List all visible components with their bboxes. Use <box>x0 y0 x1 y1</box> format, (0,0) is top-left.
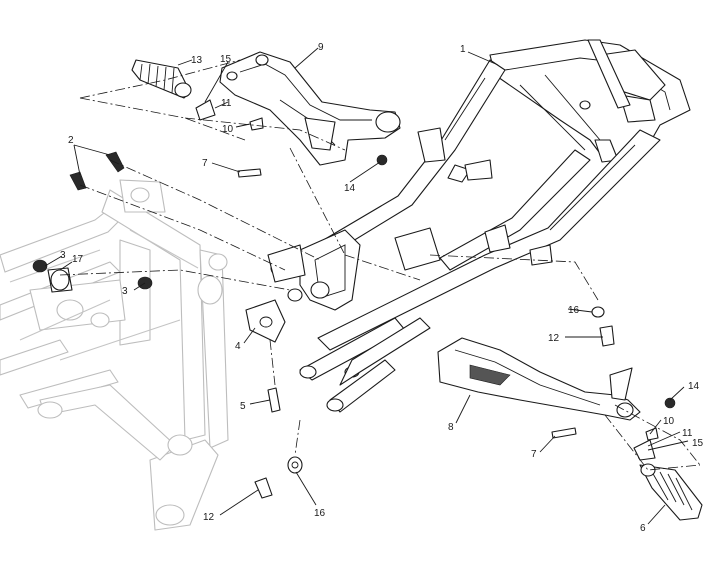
bolt-7-upper <box>237 168 262 178</box>
assembly-lines <box>59 59 701 471</box>
footpeg-lower <box>639 463 703 521</box>
spring-upper <box>195 99 216 121</box>
callout-labels: 1 2 3 3 4 5 6 7 7 8 9 10 10 11 11 12 12 … <box>60 42 704 534</box>
callout-3b: 3 <box>122 286 128 297</box>
main-frame-ghost <box>0 179 229 531</box>
callout-8: 8 <box>448 422 454 433</box>
pin-lower <box>645 427 659 441</box>
bolts-2 <box>69 151 125 191</box>
leader-lines <box>44 47 689 525</box>
callout-11a: 11 <box>221 98 232 109</box>
footpeg-bracket-lower <box>437 337 641 421</box>
callout-15b: 15 <box>692 438 704 449</box>
bolt-7-lower <box>551 427 577 439</box>
callout-12b: 12 <box>548 333 560 344</box>
callout-17: 17 <box>72 254 84 265</box>
clamp-bracket-4 <box>245 299 286 343</box>
callout-4: 4 <box>235 341 241 352</box>
callout-14a: 14 <box>344 183 356 194</box>
footpeg-upper <box>131 59 192 99</box>
callout-13: 13 <box>191 55 203 66</box>
callout-15a: 15 <box>220 54 232 65</box>
callout-16b: 16 <box>314 508 326 519</box>
callout-3a: 3 <box>60 250 66 261</box>
callout-7a: 7 <box>202 158 208 169</box>
callout-16a: 16 <box>568 305 580 316</box>
callout-1: 1 <box>460 44 466 55</box>
washer-16-right <box>591 306 605 318</box>
callout-10a: 10 <box>222 124 234 135</box>
rear-subframe <box>267 39 691 413</box>
bolt-5 <box>267 387 281 413</box>
callout-9: 9 <box>318 42 324 53</box>
footpeg-bracket-upper <box>219 51 401 166</box>
bolt-12-right <box>599 325 615 347</box>
nut-14-lower <box>664 397 676 409</box>
callout-11b: 11 <box>682 428 693 439</box>
spring-lower <box>633 439 656 461</box>
bolt-12-lower <box>254 477 273 499</box>
callout-5: 5 <box>240 401 246 412</box>
callout-12a: 12 <box>203 512 215 523</box>
pin-upper <box>249 117 264 131</box>
callout-7b: 7 <box>531 449 537 460</box>
washer-16-lower <box>287 456 303 474</box>
callout-10b: 10 <box>663 416 675 427</box>
callout-14b: 14 <box>688 381 700 392</box>
callout-2: 2 <box>68 135 74 146</box>
callout-6: 6 <box>640 523 646 534</box>
